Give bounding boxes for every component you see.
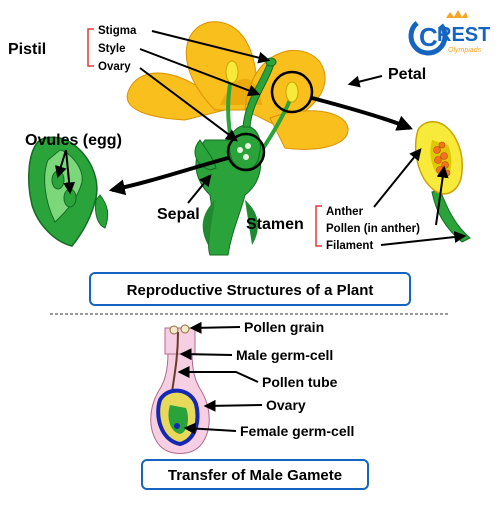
style-label: Style: [98, 43, 126, 55]
pollen-tube-label: Pollen tube: [262, 374, 338, 390]
ovary-label-bottom: Ovary: [266, 397, 306, 413]
pollen-grain-label: Pollen grain: [244, 319, 324, 335]
crown-icon: [446, 10, 468, 18]
anther-label: Anther: [326, 206, 364, 218]
bottom-caption-box: Transfer of Male Gamete: [141, 459, 369, 490]
ovules-arrow-2: [63, 149, 76, 195]
bottom-caption: Transfer of Male Gamete: [168, 467, 342, 484]
ovary-label-top: Ovary: [98, 61, 131, 73]
brand-name: REST: [437, 24, 490, 46]
pistil-label: Pistil: [8, 41, 46, 58]
ovules-label: Ovules (egg): [25, 132, 122, 149]
ovary-zoom-arrow: [108, 156, 229, 196]
anther-highlight-circle: [270, 70, 314, 114]
brand-tagline: Olympiads: [448, 47, 482, 54]
stamen-label-group: Stamen Anther Pollen (in anther) Filamen…: [246, 148, 467, 252]
top-caption-box: Reproductive Structures of a Plant: [89, 272, 411, 306]
ovules-arrow-1: [55, 149, 67, 179]
pistil-bracket: [87, 28, 94, 67]
brand-initial: C: [419, 22, 438, 52]
female-germ-cell-label: Female germ-cell: [240, 423, 354, 439]
filament-arrow: [380, 231, 467, 246]
petal-arrow: [347, 75, 383, 88]
sepal-arrow: [187, 174, 212, 204]
ovary-enlarged: [27, 136, 109, 247]
male-germ-cell-label: Male germ-cell: [236, 347, 333, 363]
sepal-label-group: Sepal: [157, 174, 212, 223]
ovary-highlight-circle: [226, 132, 266, 172]
pistil-label-group: Pistil Stigma Style Ovary: [8, 25, 271, 142]
top-caption: Reproductive Structures of a Plant: [127, 282, 374, 299]
pollen-label: Pollen (in anther): [326, 223, 420, 235]
filament-label: Filament: [326, 240, 373, 252]
style-arrow: [139, 48, 261, 97]
anther-zoom-arrow: [311, 96, 413, 131]
petal-label: Petal: [388, 66, 426, 83]
stamen-bracket: [315, 205, 322, 247]
sepal-label: Sepal: [157, 206, 200, 223]
ovary-arrow: [139, 67, 238, 142]
pollen-arrow: [435, 165, 449, 226]
stamen-label: Stamen: [246, 216, 304, 233]
petal-label-group: Petal: [347, 66, 426, 88]
anther-arrow: [373, 148, 422, 208]
stigma-arrow: [151, 30, 271, 64]
crest-logo: C REST Olympiads: [408, 10, 490, 56]
bottom-labels: Pollen grain Male germ-cell Pollen tube …: [177, 319, 354, 439]
pollen-tube-diagram: [150, 324, 210, 454]
stigma-label: Stigma: [98, 25, 137, 37]
ovules-label-group: Ovules (egg): [25, 132, 122, 195]
